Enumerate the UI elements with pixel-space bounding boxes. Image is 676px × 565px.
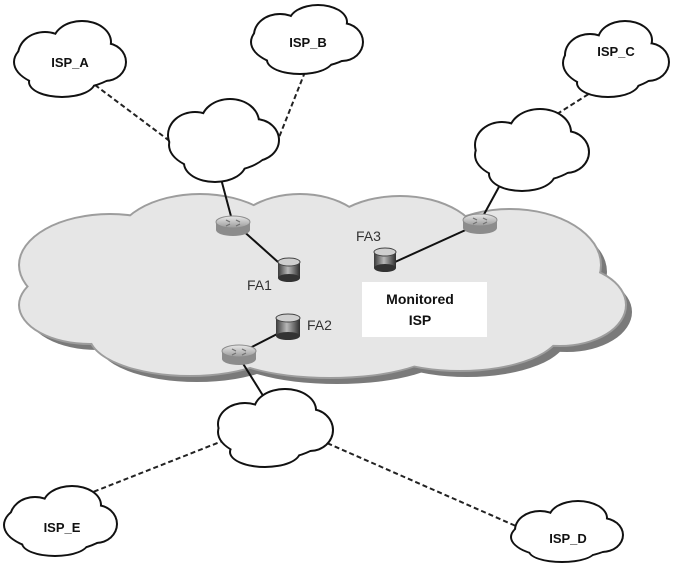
monitored-isp-label-line1: Monitored <box>386 291 454 307</box>
link-cloud2-to-router-right <box>481 184 501 219</box>
isp-d-cloud: ISP_D <box>510 500 624 563</box>
monitored-isp-label-line2: ISP <box>409 312 432 328</box>
link-router-right-to-fa3 <box>394 227 471 263</box>
transit-cloud-top <box>167 98 280 183</box>
isp-a-cloud: ISP_A <box>13 20 127 98</box>
monitored-isp-cloud <box>18 193 632 384</box>
isp-e-label: ISP_E <box>44 520 81 535</box>
transit-cloud-right <box>474 108 590 192</box>
monitored-isp-label-box <box>362 282 487 337</box>
isp-b-cloud: ISP_B <box>250 4 364 75</box>
fa2-server-icon <box>275 313 301 340</box>
link-cloud3-to-isp-d <box>319 439 526 531</box>
fa1-server-icon <box>277 257 301 282</box>
isp-e-cloud: ISP_E <box>3 485 118 557</box>
router-right-icon <box>462 213 498 234</box>
isp-a-label: ISP_A <box>51 55 89 70</box>
link-isp-a-to-cloud1 <box>94 84 176 146</box>
fa3-label: FA3 <box>356 228 381 244</box>
isp-c-cloud: ISP_C <box>562 20 670 98</box>
fa2-label: FA2 <box>307 317 332 333</box>
isp-b-label: ISP_B <box>289 35 327 50</box>
router-top-icon <box>215 215 251 236</box>
isp-c-label: ISP_C <box>597 44 635 59</box>
router-bottom-icon <box>221 344 257 365</box>
isp-d-label: ISP_D <box>549 531 587 546</box>
fa3-server-icon <box>373 247 397 272</box>
transit-cloud-bottom <box>217 388 334 468</box>
fa1-label: FA1 <box>247 277 272 293</box>
